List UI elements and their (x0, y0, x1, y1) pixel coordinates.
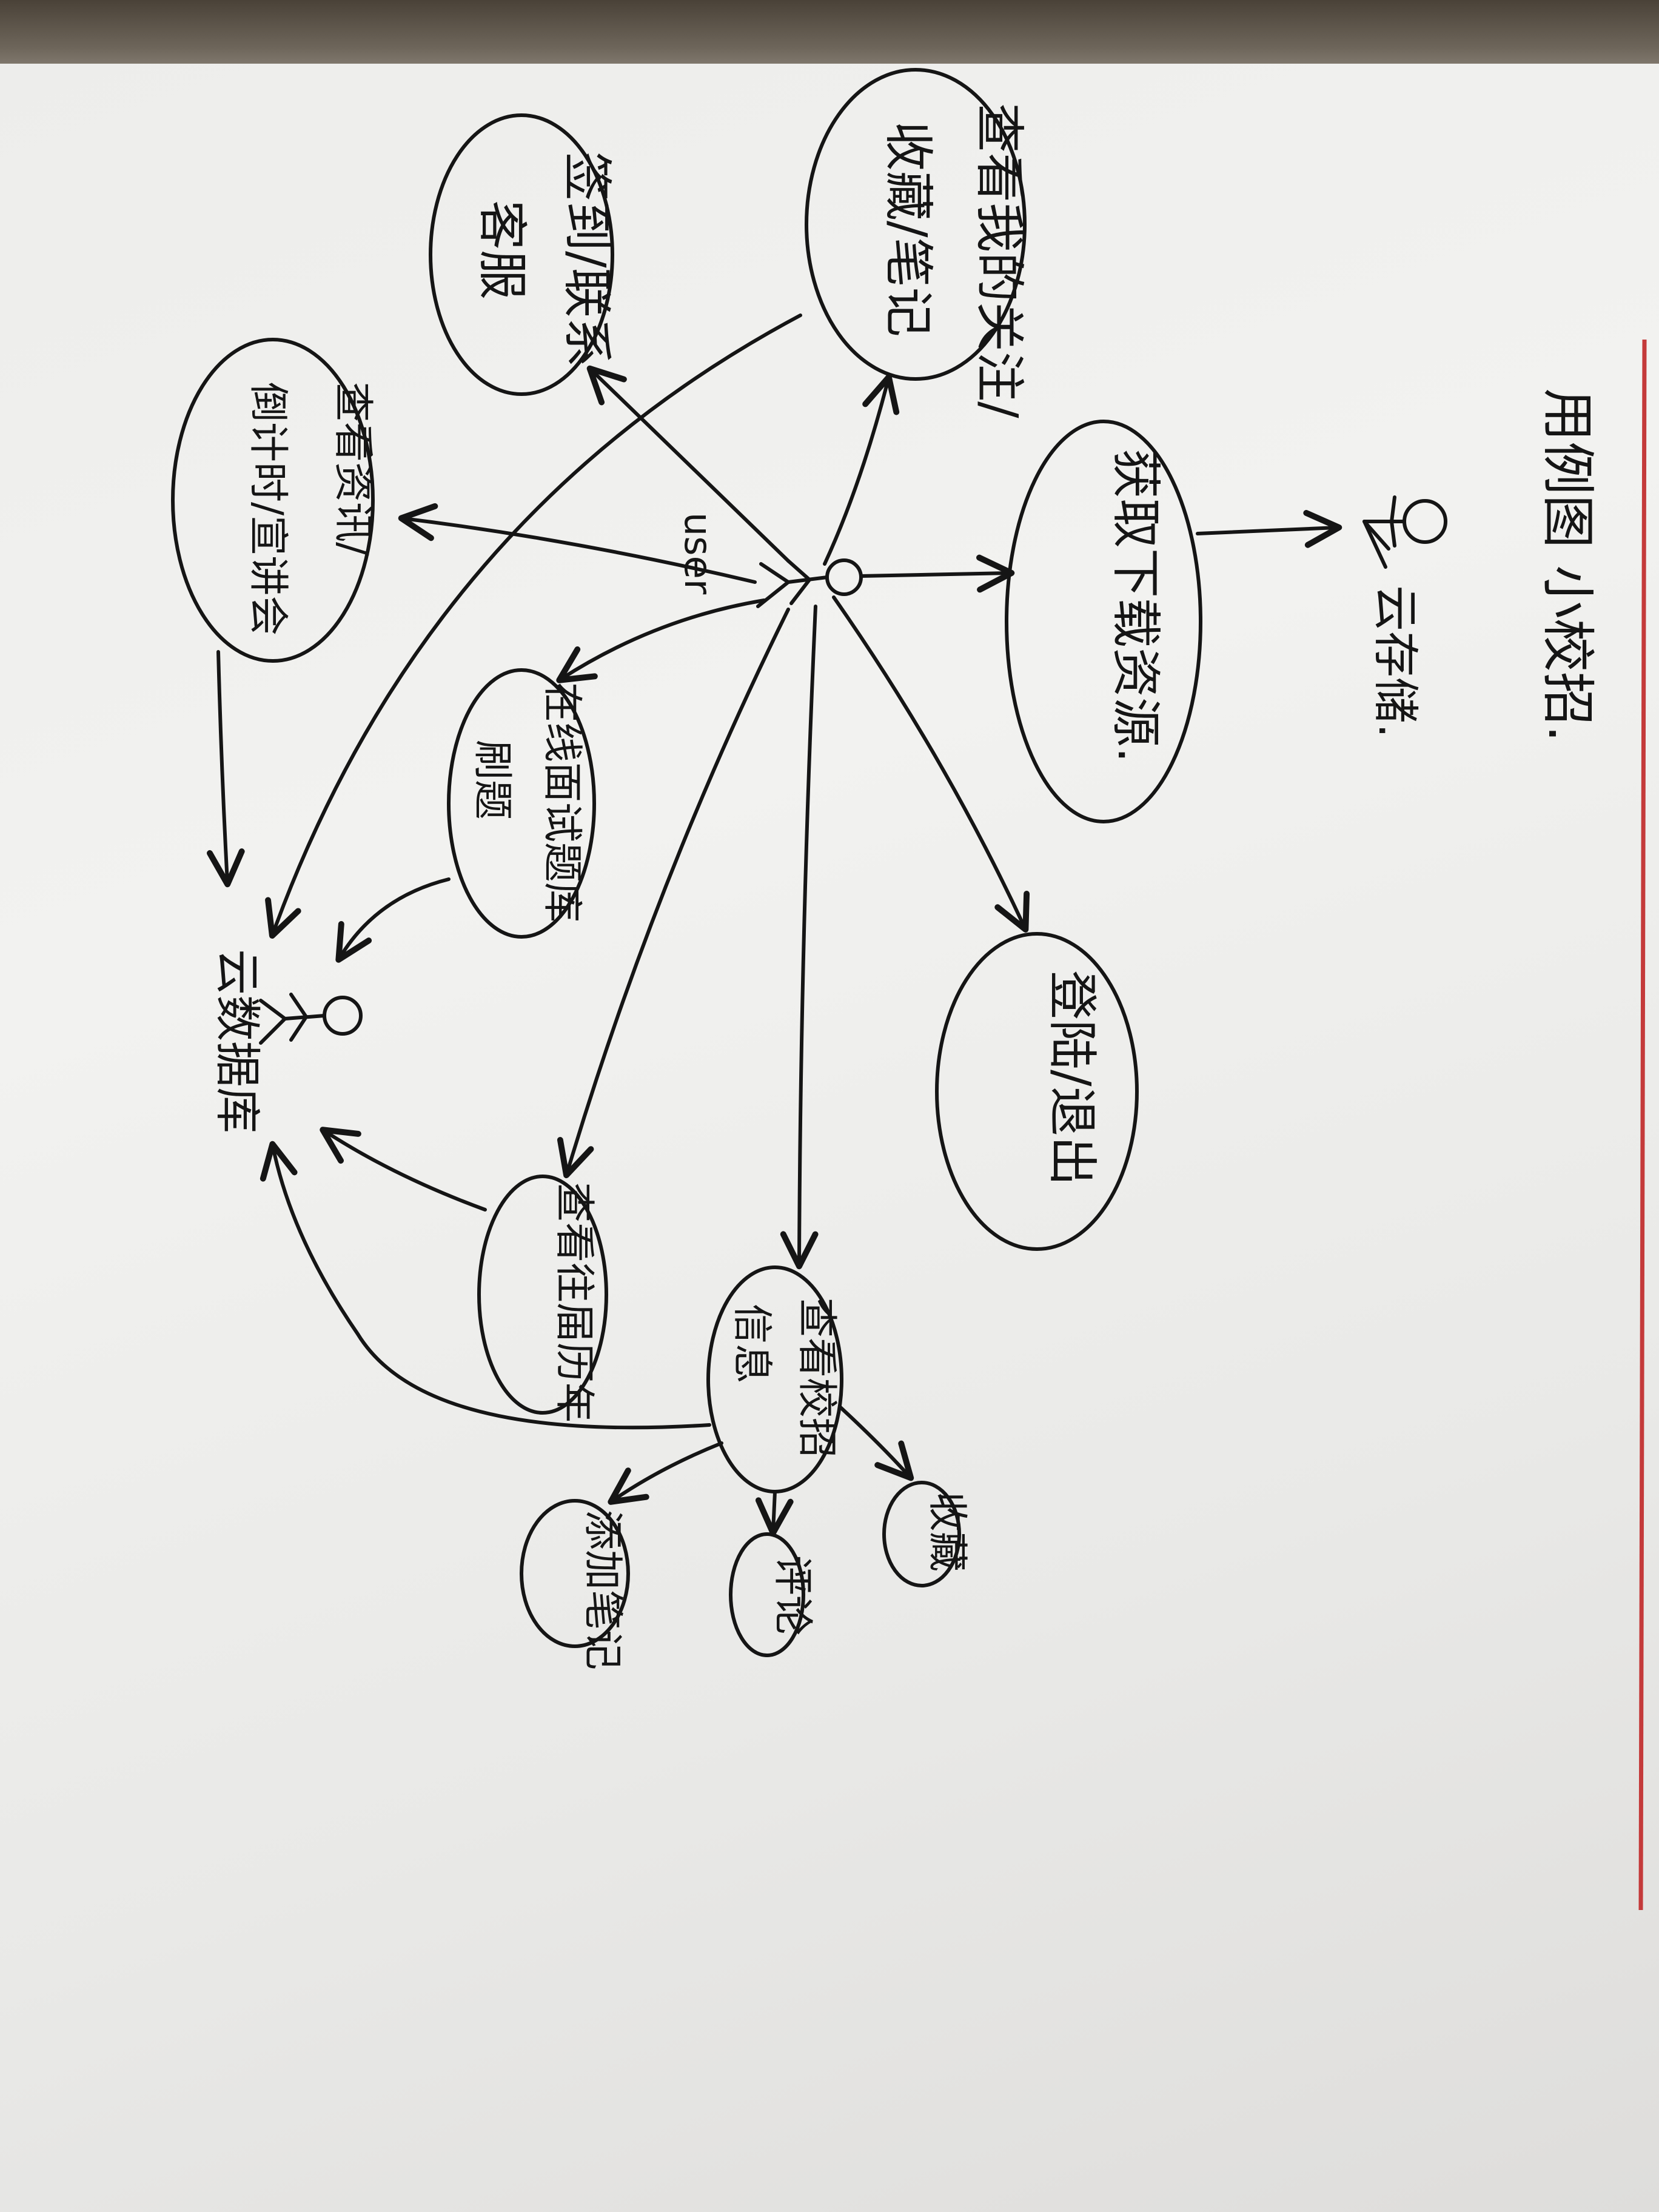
arrow-browse-collect (838, 1405, 914, 1481)
arrow-user-interview (556, 598, 766, 683)
diagram-title-group: 用例图 小校招. (1537, 388, 1599, 742)
arrow-user-download (859, 554, 1015, 593)
actor-user-label: user (676, 512, 720, 595)
arrow-my-clouddb (265, 313, 802, 939)
arrow-user-news (398, 503, 757, 584)
arrow-user-my (823, 374, 900, 566)
usecase-browse-label2-group: 信息 (729, 1304, 776, 1384)
actor-user-label-group: user (676, 512, 720, 595)
usecase-history-label-group: 查看往届历年 (551, 1182, 598, 1423)
usecase-download-label: 获取下载资源. (1107, 449, 1164, 763)
usecase-news-label-group: 查看资讯/ (330, 382, 377, 556)
actor-cloud-database-label: 云数据库 (210, 949, 264, 1133)
usecase-my-label-2: 收藏/笔记 (879, 121, 937, 337)
actor-cloud-database-label-group: 云数据库 (210, 949, 264, 1133)
diagram-title: 用例图 小校招. (1537, 388, 1599, 742)
arrow-history-clouddb (320, 1127, 487, 1212)
arrow-user-login (832, 595, 1030, 933)
usecase-login-ellipse (935, 932, 1139, 1251)
usecase-download-label-group: 获取下载资源. (1107, 449, 1164, 763)
paper-sheet (0, 64, 1659, 2212)
usecase-login-label-group: 登陆/退出 (1043, 970, 1101, 1186)
actor-cloud-storage-label: 云存储. (1369, 585, 1423, 738)
usecase-interview-label2-group: 刷题 (469, 740, 516, 820)
arrow-browse-comment (755, 1490, 794, 1537)
actor-cloud-storage (1362, 495, 1447, 569)
actor-cloud-database (259, 993, 363, 1045)
usecase-addnote-label-group: 添加笔记 (580, 1510, 626, 1670)
arrow-interview-clouddb (335, 877, 451, 963)
usecase-browse-label-2: 信息 (729, 1304, 776, 1384)
usecase-interview-ellipse (447, 668, 596, 939)
usecase-interview-label-1: 在线面试题库 (539, 682, 586, 922)
usecase-news-label-1: 查看资讯/ (330, 382, 377, 556)
usecase-contact-label-2: 客服 (473, 200, 531, 300)
usecase-collect-label: 收藏 (924, 1492, 971, 1572)
usecase-addnote-label: 添加笔记 (580, 1510, 626, 1670)
arrow-user-history (557, 608, 790, 1179)
usecase-comment-label-group: 评论 (769, 1555, 816, 1635)
usecase-news-label-2: 倒计时/宣讲会 (245, 382, 292, 635)
arrow-browse-clouddb (260, 1141, 711, 1430)
usecase-contact-ellipse (429, 113, 614, 396)
usecase-history-ellipse (477, 1175, 608, 1415)
actor-user (756, 558, 863, 608)
usecase-collect-label-group: 收藏 (924, 1492, 971, 1572)
usecase-interview-label-group: 在线面试题库 (539, 682, 586, 922)
usecase-my-label-group: 查看我的关注/ (970, 103, 1028, 418)
usecase-news-label2-group: 倒计时/宣讲会 (245, 382, 292, 635)
usecase-addnote-ellipse (520, 1499, 630, 1648)
arrow-browse-addnote (608, 1441, 723, 1505)
usecase-contact-label2-group: 客服 (473, 200, 531, 300)
usecase-interview-label-2: 刷题 (469, 740, 516, 820)
usecase-my-label-1: 查看我的关注/ (970, 103, 1028, 418)
arrow-user-browse (780, 605, 819, 1270)
usecase-download-ellipse (1005, 420, 1202, 823)
usecase-history-label: 查看往届历年 (551, 1182, 598, 1423)
usecase-browse-label-1: 查看校招 (794, 1298, 840, 1458)
arrow-news-clouddb (207, 650, 245, 888)
usecase-contact-label-group: 签到/联系 (558, 152, 615, 367)
connectors (207, 313, 1342, 1537)
usecase-comment-label: 评论 (769, 1555, 816, 1635)
usecase-browse-label-group: 查看校招 (794, 1298, 840, 1458)
usecase-my-label2-group: 收藏/笔记 (879, 121, 937, 337)
paper-margin-line (1638, 339, 1647, 1911)
arrow-download-cloudstorage (1196, 510, 1342, 548)
usecase-my-ellipse (805, 68, 1027, 381)
usecase-login-label: 登陆/退出 (1043, 970, 1101, 1186)
actor-cloud-storage-label-group: 云存储. (1369, 585, 1423, 738)
usecase-contact-label-1: 签到/联系 (558, 152, 615, 367)
usecase-news-ellipse (171, 338, 375, 663)
usecase-collect-ellipse (882, 1481, 961, 1587)
arrow-user-contact (586, 365, 790, 563)
